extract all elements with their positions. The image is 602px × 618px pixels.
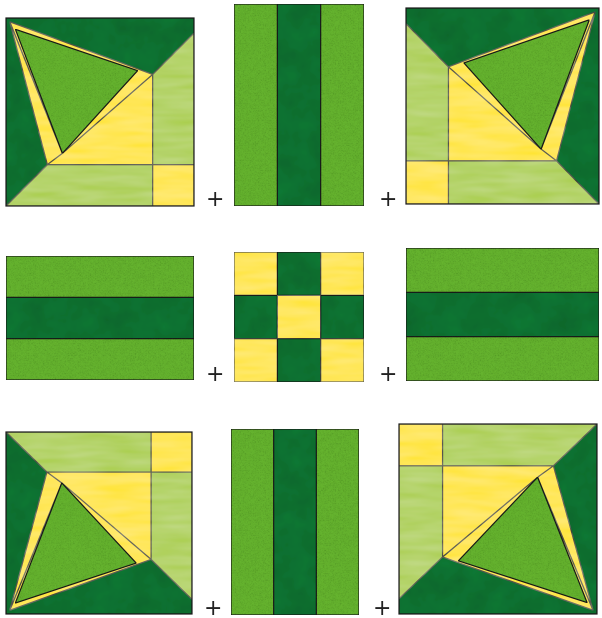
strip-right <box>316 429 359 615</box>
plus-sign: + <box>373 596 391 618</box>
plus-sign: + <box>379 362 397 387</box>
strip-bottom <box>6 339 194 380</box>
corner-square <box>399 424 443 466</box>
horizontal-strip-block-r2c3 <box>406 248 599 381</box>
nine-patch-block-r2c2 <box>234 252 364 382</box>
plus-sign: + <box>204 596 222 618</box>
nine-patch-green-square <box>321 295 364 338</box>
strip-center <box>277 4 320 206</box>
vertical-strip-block-r1c2 <box>234 4 364 206</box>
strip-top <box>406 248 599 292</box>
strip-middle <box>6 297 194 338</box>
strip-top <box>6 256 194 297</box>
corner-square <box>406 161 448 204</box>
nine-patch-green-square <box>234 295 277 338</box>
strip-left <box>231 429 274 615</box>
strip-middle <box>406 292 599 336</box>
horizontal-strip-block-r2c1 <box>6 256 194 380</box>
strip-center <box>274 429 317 615</box>
nine-patch-yellow-square <box>321 252 364 295</box>
strip-right <box>321 4 364 206</box>
corner-block-bottom-right-r3c3 <box>399 424 597 614</box>
strip-bottom <box>406 337 599 381</box>
plus-sign: + <box>379 187 397 212</box>
nine-patch-green-square <box>277 339 320 382</box>
corner-block-top-left-r1c1 <box>6 18 194 206</box>
vertical-strip-block-r3c2 <box>231 429 359 615</box>
corner-square <box>151 432 192 472</box>
nine-patch-yellow-square <box>234 252 277 295</box>
nine-patch-yellow-square <box>321 339 364 382</box>
nine-patch-green-square <box>277 252 320 295</box>
corner-square <box>153 165 194 206</box>
corner-block-bottom-left-r3c1 <box>6 432 192 614</box>
plus-sign: + <box>206 187 224 212</box>
plus-sign: + <box>206 362 224 387</box>
corner-block-top-right-r1c3 <box>406 8 599 204</box>
nine-patch-yellow-square <box>234 339 277 382</box>
strip-left <box>234 4 277 206</box>
nine-patch-yellow-square <box>277 295 320 338</box>
